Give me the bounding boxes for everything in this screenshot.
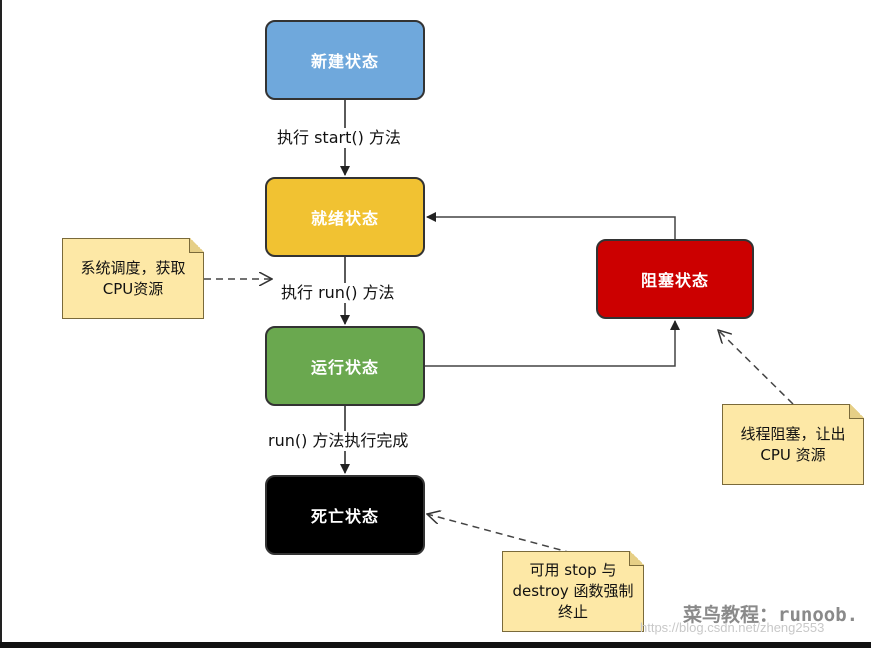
bottom-border (0, 642, 871, 648)
state-blocked: 阻塞状态 (596, 239, 754, 319)
state-ready-label: 就绪状态 (310, 209, 379, 228)
edge-label-run: 执行 run() 方法 (279, 283, 397, 303)
state-ready: 就绪状态 (265, 177, 425, 257)
dashed-block-pointer (718, 330, 794, 405)
note-block: 线程阻塞，让出 CPU 资源 (722, 404, 864, 485)
edge-label-start: 执行 start() 方法 (275, 128, 403, 148)
state-running-label: 运行状态 (310, 358, 379, 377)
left-border (0, 0, 2, 648)
dashed-stop-pointer (427, 514, 573, 554)
note-block-text: 线程阻塞，让出 CPU 资源 (740, 424, 846, 464)
state-running: 运行状态 (265, 326, 425, 406)
arrow-running-to-blocked (425, 320, 680, 367)
state-new-label: 新建状态 (310, 52, 379, 71)
note-fold-icon (629, 551, 644, 566)
csdn-watermark: https://blog.csdn.net/zheng2553 (640, 620, 825, 635)
brand-watermark: 菜鸟教程：runoob. (683, 604, 859, 626)
note-fold-icon (849, 404, 864, 419)
note-schedule-text: 系统调度，获取CPU资源 (80, 258, 186, 298)
edge-label-finish: run() 方法执行完成 (266, 431, 411, 451)
state-dead-label: 死亡状态 (310, 507, 379, 526)
note-schedule: 系统调度，获取CPU资源 (62, 238, 204, 319)
note-fold-icon (189, 238, 204, 253)
state-dead: 死亡状态 (265, 475, 425, 555)
note-stop: 可用 stop 与 destroy 函数强制终止 (502, 551, 644, 632)
state-new: 新建状态 (265, 20, 425, 100)
arrow-blocked-to-ready (426, 212, 676, 239)
note-stop-text: 可用 stop 与 destroy 函数强制终止 (512, 561, 634, 621)
state-blocked-label: 阻塞状态 (640, 271, 709, 290)
